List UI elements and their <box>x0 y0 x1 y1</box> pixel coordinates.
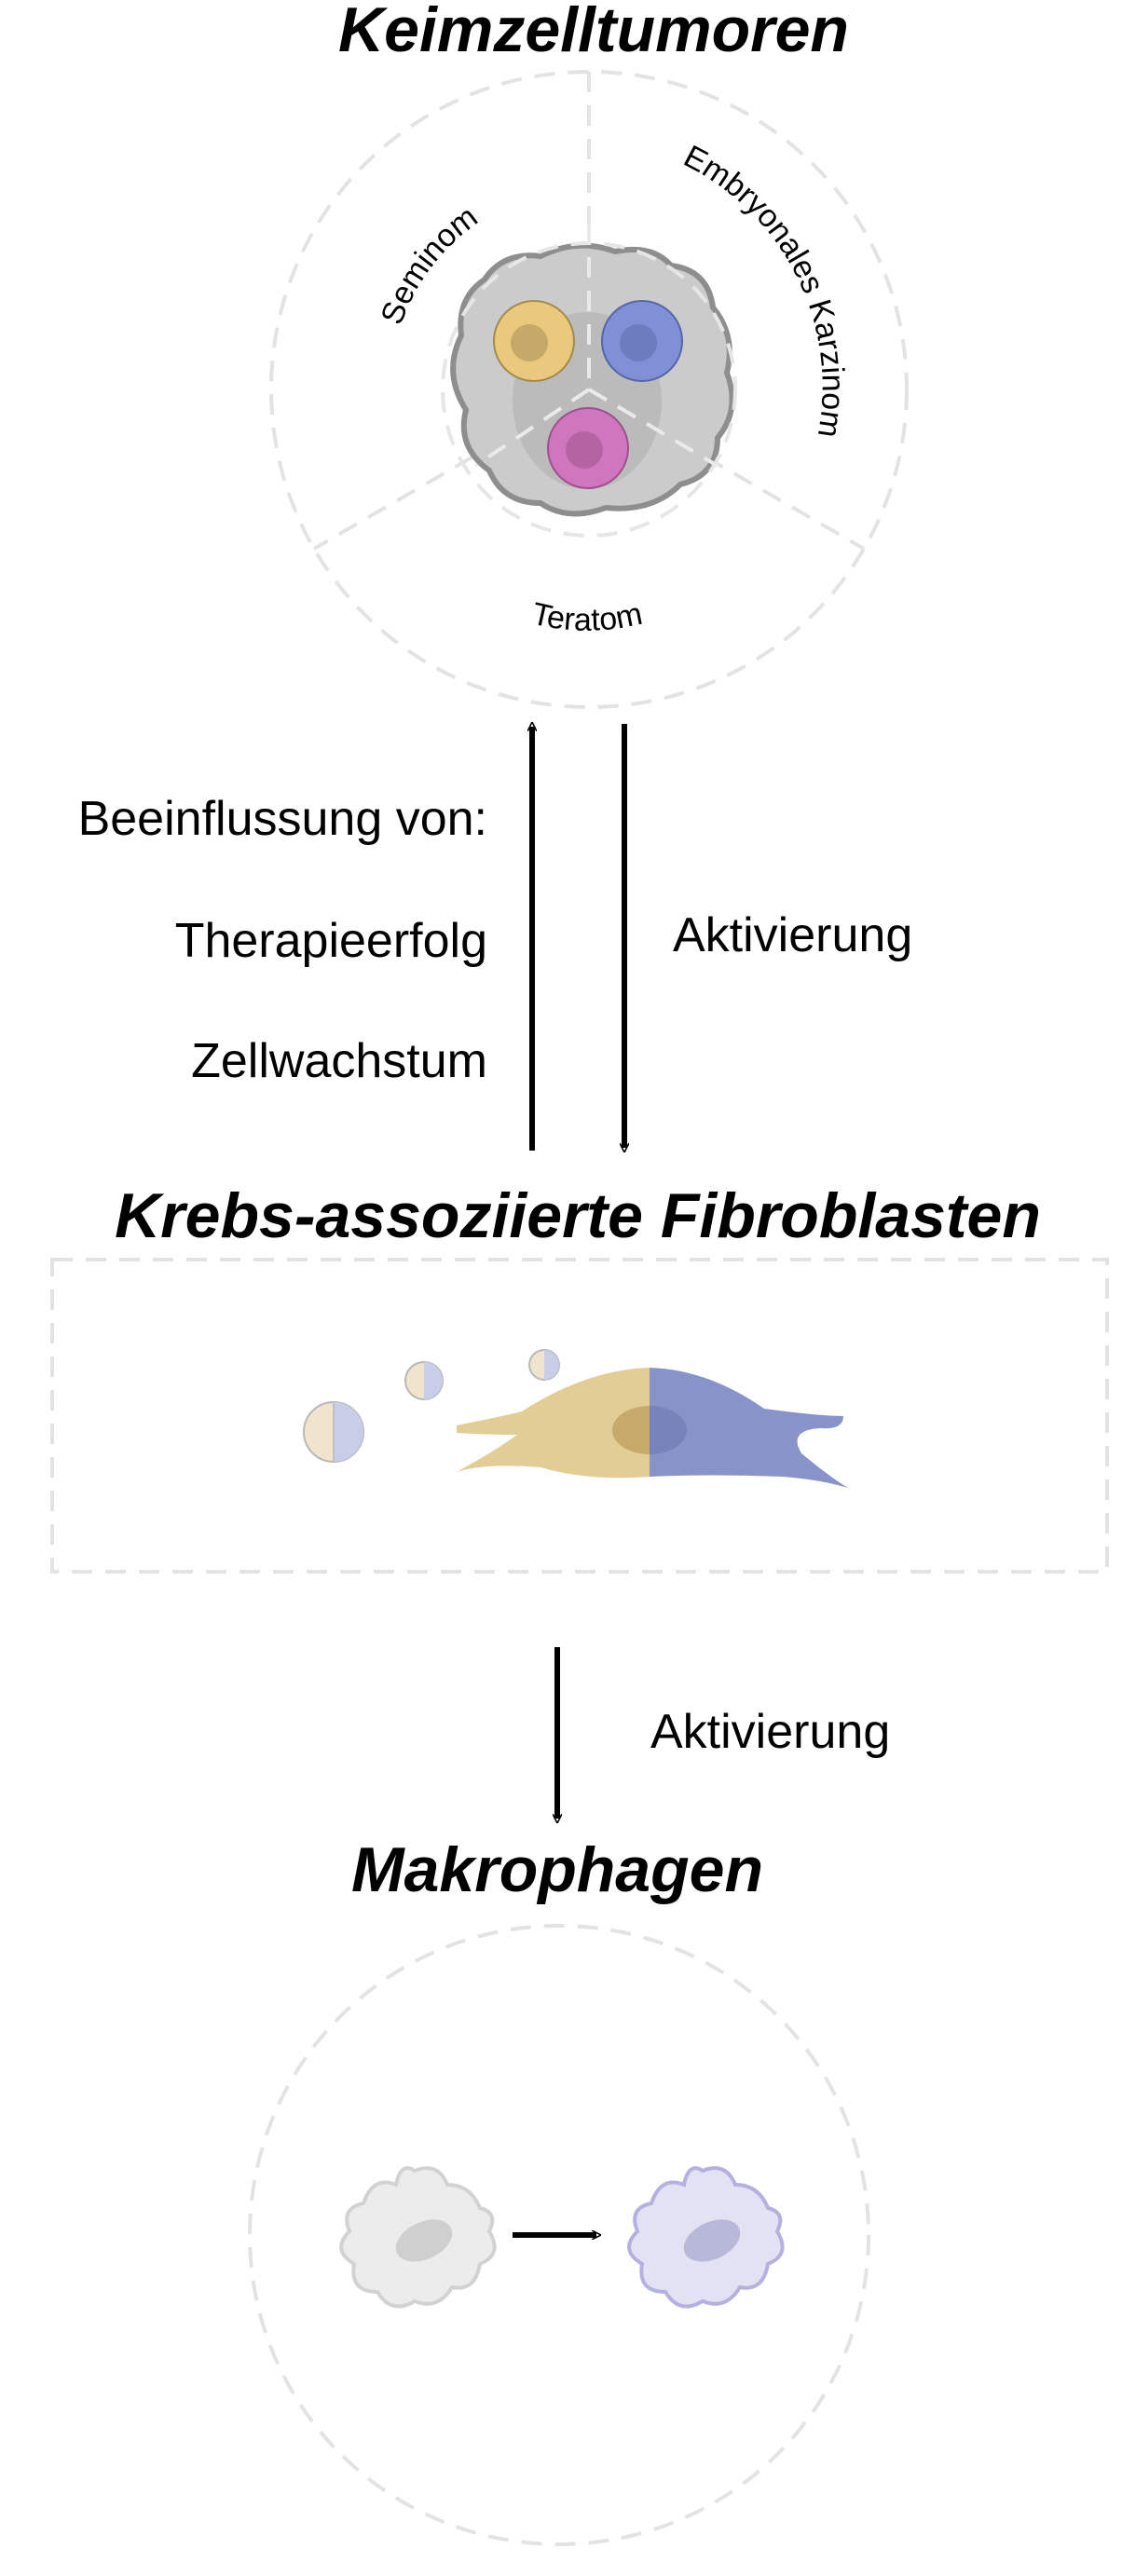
macrophage-dashed-circle <box>248 1924 870 2546</box>
activated-macrophage-icon <box>627 2166 785 2309</box>
germ-cell-tumor-wheel: Seminom Embryonales Karzinom Teratom <box>269 70 909 709</box>
vesicle-icons <box>303 1349 560 1463</box>
activation-label-2: Aktivierung <box>650 1705 890 1759</box>
germ-cell-tumors-title: Keimzelltumoren <box>338 0 849 65</box>
inner-divider <box>473 388 591 468</box>
fibroblast-icon <box>457 1368 848 1488</box>
fibroblasts-title: Krebs-assoziierte Fibroblasten <box>115 1180 1041 1251</box>
seminom-cell-icon <box>493 300 575 382</box>
influence-item-growth: Zellwachstum <box>191 1034 487 1088</box>
embryonal-carcinoma-cell-icon <box>601 300 683 382</box>
macrophages-title: Makrophagen <box>351 1834 763 1905</box>
influence-item-therapy: Therapieerfolg <box>175 914 487 968</box>
label-teratom: Teratom <box>528 596 645 638</box>
outer-dashed-circle <box>269 70 909 709</box>
teratom-cell-icon <box>547 407 629 489</box>
fibroblast-dashed-box <box>50 1258 1109 1574</box>
inactive-macrophage-icon <box>339 2166 497 2309</box>
inner-divider <box>587 388 719 468</box>
activation-label-1: Aktivierung <box>673 908 912 962</box>
influence-heading: Beeinflussung von: <box>78 792 487 846</box>
